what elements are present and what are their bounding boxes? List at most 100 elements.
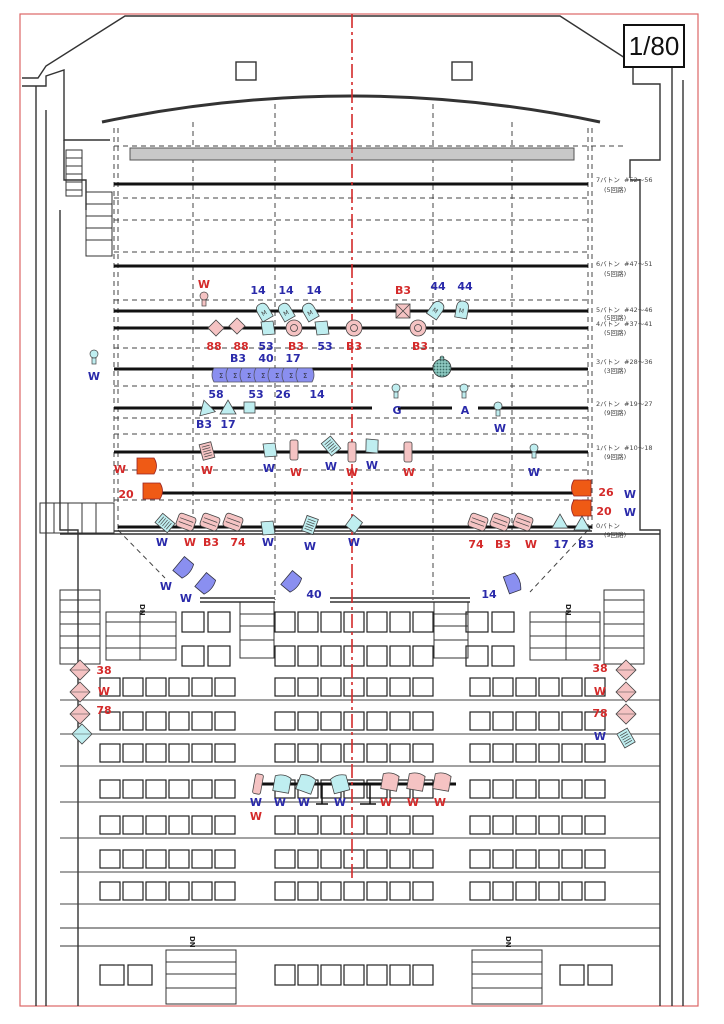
side-light-icon <box>69 681 91 703</box>
rail-can-icon <box>295 774 317 795</box>
svg-text:M: M <box>458 308 464 316</box>
seat <box>297 815 319 835</box>
lamp-icon <box>493 401 503 417</box>
strobe-icon <box>395 303 411 319</box>
fixture-label: W <box>250 810 262 823</box>
fresnel-icon <box>344 514 364 534</box>
seat <box>366 815 388 835</box>
seat <box>412 677 434 697</box>
svg-text:Σ: Σ <box>303 372 307 380</box>
fixture-label: W <box>407 796 419 809</box>
fixture-label: W <box>380 796 392 809</box>
seat <box>99 779 121 799</box>
fixture-label: 40 <box>306 588 322 601</box>
profile-icon <box>228 317 246 335</box>
led-bar-icon <box>154 512 176 534</box>
fixture-label: A <box>461 404 470 417</box>
seat <box>584 849 606 869</box>
fixture-label: 53 <box>248 388 263 401</box>
seat <box>584 779 606 799</box>
seat <box>122 815 144 835</box>
par-icon <box>409 319 427 337</box>
fixture-label: W <box>334 796 346 809</box>
seat <box>389 677 411 697</box>
fixture-label: 78 <box>96 704 111 717</box>
svg-text:Σ: Σ <box>261 372 265 380</box>
batten-label: 6バトン <box>596 260 620 268</box>
batten-label: 0バトン <box>596 522 620 530</box>
rail-can-icon <box>330 774 351 795</box>
seat <box>412 711 434 731</box>
fixture-label: W <box>298 796 310 809</box>
seat <box>320 611 342 633</box>
fixture-label: B3 <box>230 352 246 365</box>
fixture-label: 74 <box>230 536 246 549</box>
svg-text:#28〜36: #28〜36 <box>624 358 653 366</box>
seat <box>145 743 167 763</box>
fixture-label: 38 <box>592 662 607 675</box>
fixture-label: W <box>594 730 606 743</box>
fixture-label: 14 <box>250 284 266 297</box>
fixture-label: B3 <box>412 340 428 353</box>
svg-text:Σ: Σ <box>289 372 293 380</box>
seat <box>584 711 606 731</box>
seat <box>297 964 319 986</box>
seat <box>145 779 167 799</box>
profile-icon <box>207 319 225 337</box>
fixture-label: 53 <box>317 340 332 353</box>
svg-text:(5回路): (5回路) <box>604 185 626 194</box>
fixture-label: W <box>594 685 606 698</box>
fixture-label: 14 <box>306 284 322 297</box>
fixture-label: 38 <box>96 664 111 677</box>
seat <box>561 881 583 901</box>
seat <box>587 964 613 986</box>
seat <box>538 815 560 835</box>
batten-label: 7バトン <box>596 176 620 184</box>
svg-text:M: M <box>282 309 290 318</box>
seat <box>469 779 491 799</box>
seat <box>214 677 236 697</box>
seat <box>389 881 411 901</box>
seat <box>492 849 514 869</box>
seat <box>168 711 190 731</box>
seat <box>297 645 319 667</box>
fixture-label: 17 <box>553 538 568 551</box>
seat <box>145 677 167 697</box>
fixture-label: 20 <box>596 505 612 518</box>
seat <box>214 779 236 799</box>
fixture-label: 88 <box>233 340 248 353</box>
lamp-icon <box>529 443 539 459</box>
fixture-label: W <box>346 466 358 479</box>
seat <box>412 849 434 869</box>
fixture-label: W <box>366 459 378 472</box>
fixture-label: B3 <box>288 340 304 353</box>
seat <box>561 815 583 835</box>
lamp-icon <box>89 349 99 365</box>
seat <box>168 849 190 869</box>
side-light-icon <box>615 659 637 681</box>
seat <box>491 645 515 667</box>
seat <box>274 881 296 901</box>
seat <box>145 881 167 901</box>
drum-icon <box>222 512 244 532</box>
fixture-label: 14 <box>481 588 497 601</box>
seat <box>207 611 231 633</box>
batten-label: 1バトン <box>596 444 620 452</box>
seat <box>122 743 144 763</box>
seat <box>191 849 213 869</box>
ellipsoidal-icon: M <box>256 302 274 323</box>
seat <box>207 645 231 667</box>
svg-text:#37〜41: #37〜41 <box>624 320 653 328</box>
rail-can-icon <box>432 772 452 792</box>
seat <box>122 711 144 731</box>
lamp-icon <box>459 383 469 399</box>
seat <box>320 711 342 731</box>
seat <box>168 881 190 901</box>
svg-text:#52〜56: #52〜56 <box>624 176 653 184</box>
seat <box>515 677 537 697</box>
fresnel-icon <box>573 515 591 531</box>
side-light-icon <box>69 703 91 725</box>
par-icon <box>285 319 303 337</box>
seat <box>181 645 205 667</box>
